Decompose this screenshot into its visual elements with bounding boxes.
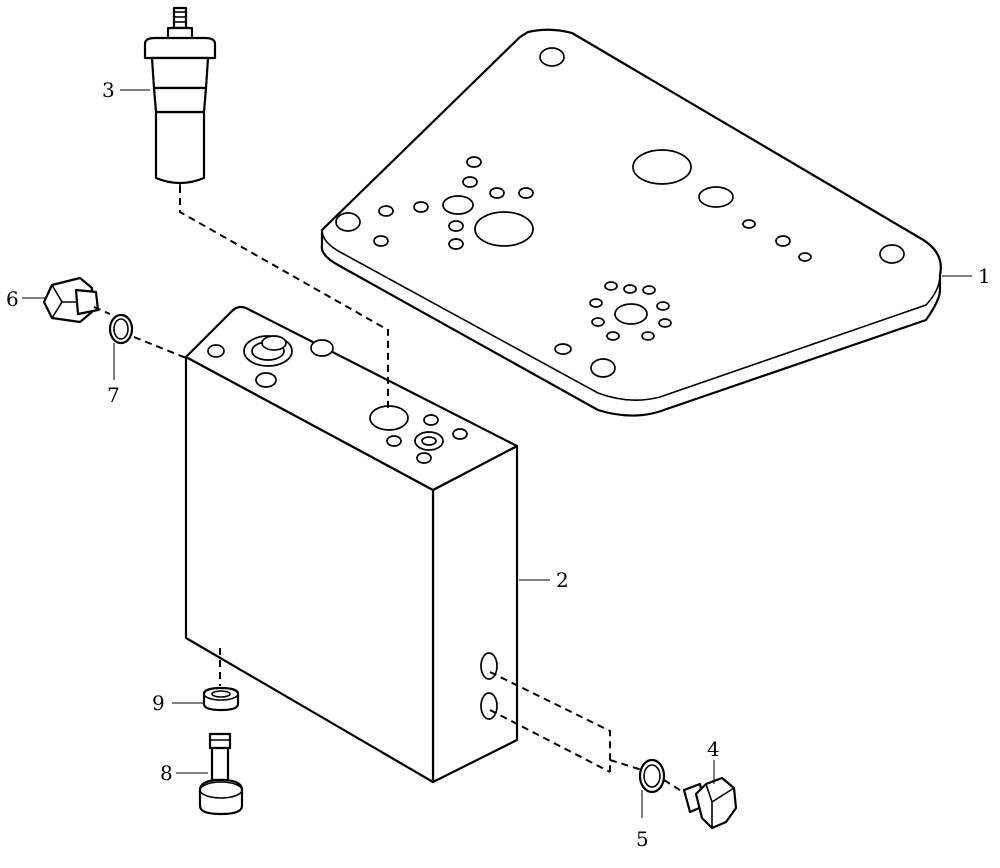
part-9-washer bbox=[202, 686, 240, 712]
part-2-valve-block bbox=[184, 305, 519, 784]
callout-4: 4 bbox=[707, 737, 720, 761]
part-4-plug bbox=[682, 776, 738, 830]
callout-7: 7 bbox=[107, 383, 120, 407]
part-3-cartridge-valve bbox=[143, 6, 217, 186]
callout-3: 3 bbox=[102, 78, 115, 102]
leader-lines bbox=[22, 89, 972, 818]
callout-1: 1 bbox=[978, 264, 991, 288]
part-6-plug bbox=[42, 276, 100, 324]
callout-9: 9 bbox=[152, 691, 165, 715]
callout-2: 2 bbox=[556, 568, 569, 592]
part-8-bolt bbox=[198, 732, 244, 816]
part-7-o-ring bbox=[108, 313, 134, 345]
assembly-lines bbox=[93, 186, 687, 795]
callouts: 1 2 3 4 5 6 7 8 9 bbox=[6, 78, 991, 851]
callout-8: 8 bbox=[160, 761, 173, 785]
callout-5: 5 bbox=[636, 827, 649, 851]
part-5-o-ring bbox=[638, 758, 666, 794]
callout-6: 6 bbox=[6, 287, 19, 311]
part-1-plate bbox=[320, 28, 942, 417]
